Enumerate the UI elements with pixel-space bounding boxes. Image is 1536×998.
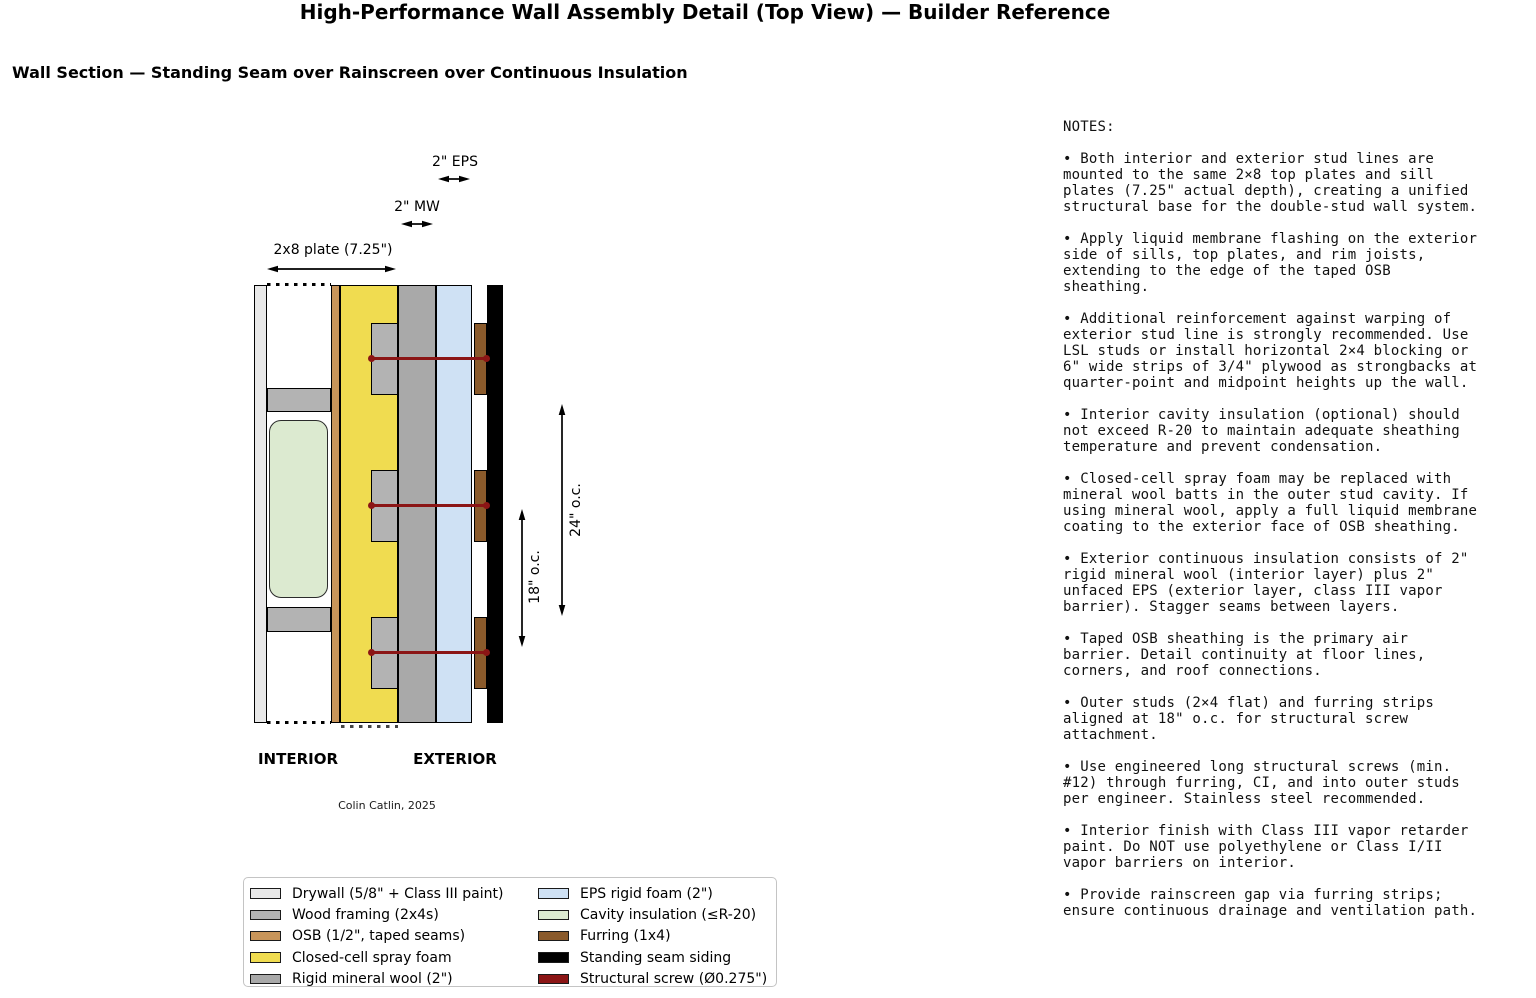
legend-swatch-mineral-wool	[250, 973, 281, 985]
legend-label: Drywall (5/8" + Class III paint)	[292, 885, 504, 902]
legend-label: Structural screw (Ø0.275")	[580, 970, 768, 987]
structural-screw	[372, 504, 487, 507]
note-item: • Interior finish with Class III vapor r…	[1063, 823, 1469, 871]
cavity-insulation-batt	[269, 420, 328, 598]
legend-item: Structural screw (Ø0.275")	[538, 968, 767, 989]
legend-swatch-eps	[538, 888, 569, 899]
legend-label: Cavity insulation (≤R-20)	[580, 906, 757, 923]
oc24-dimension-label: 24" o.c.	[568, 483, 584, 537]
plate-dimension-label: 2x8 plate (7.25")	[273, 242, 393, 258]
eps-dimension-label: 2" EPS	[432, 154, 478, 170]
legend: Drywall (5/8" + Class III paint) Wood fr…	[243, 877, 777, 987]
note-item: • Closed-cell spray foam may be replaced…	[1063, 471, 1478, 535]
structural-screw	[372, 651, 487, 654]
legend-swatch-furring	[538, 930, 569, 942]
legend-swatch-screw	[538, 973, 569, 985]
interior-stud	[267, 388, 331, 412]
legend-item: OSB (1/2", taped seams)	[250, 926, 503, 947]
legend-label: Closed-cell spray foam	[292, 949, 452, 966]
notes-panel: NOTES: • Both interior and exterior stud…	[1063, 119, 1536, 935]
cavity-bottom-dotted-line	[267, 721, 331, 724]
legend-item: Rigid mineral wool (2")	[250, 968, 503, 989]
note-item: • Exterior continuous insulation consist…	[1063, 551, 1469, 615]
note-item: • Apply liquid membrane flashing on the …	[1063, 231, 1478, 295]
note-item: • Provide rainscreen gap via furring str…	[1063, 887, 1478, 919]
legend-swatch-osb	[250, 930, 281, 942]
osb-layer	[331, 285, 340, 723]
legend-swatch-cavity-insulation	[538, 909, 569, 921]
exterior-label: EXTERIOR	[413, 750, 497, 768]
note-item: • Interior cavity insulation (optional) …	[1063, 407, 1460, 455]
legend-item: Furring (1x4)	[538, 926, 767, 947]
note-item: • Outer studs (2×4 flat) and furring str…	[1063, 695, 1435, 743]
section-title: Wall Section — Standing Seam over Rainsc…	[12, 63, 688, 82]
legend-column-left: Drywall (5/8" + Class III paint) Wood fr…	[250, 883, 503, 989]
page-title: High-Performance Wall Assembly Detail (T…	[299, 0, 1111, 24]
note-item: • Use engineered long structural screws …	[1063, 759, 1460, 807]
legend-label: EPS rigid foam (2")	[580, 885, 713, 902]
legend-item: Wood framing (2x4s)	[250, 904, 503, 925]
legend-label: Rigid mineral wool (2")	[292, 970, 453, 987]
foam-bottom-dotted-line	[341, 725, 398, 728]
screw-tip-dot	[483, 355, 490, 362]
siding-layer	[487, 285, 503, 723]
interior-stud	[267, 607, 331, 632]
legend-label: OSB (1/2", taped seams)	[292, 928, 466, 945]
drywall-layer	[254, 285, 267, 723]
interior-label: INTERIOR	[257, 750, 339, 768]
screw-head-dot	[368, 502, 375, 509]
note-item: • Both interior and exterior stud lines …	[1063, 151, 1478, 215]
legend-swatch-drywall	[250, 888, 281, 899]
oc18-dimension-label: 18" o.c.	[527, 550, 543, 604]
legend-item: EPS rigid foam (2")	[538, 883, 767, 904]
note-item: • Additional reinforcement against warpi…	[1063, 311, 1478, 391]
legend-column-right: EPS rigid foam (2") Cavity insulation (≤…	[538, 883, 767, 989]
legend-swatch-siding	[538, 952, 569, 963]
legend-item: Cavity insulation (≤R-20)	[538, 904, 767, 925]
legend-item: Standing seam siding	[538, 947, 767, 968]
legend-item: Closed-cell spray foam	[250, 947, 503, 968]
legend-label: Furring (1x4)	[580, 928, 671, 945]
legend-item: Drywall (5/8" + Class III paint)	[250, 883, 503, 904]
screw-head-dot	[368, 355, 375, 362]
legend-label: Wood framing (2x4s)	[292, 906, 439, 923]
structural-screw	[372, 357, 487, 360]
cavity-top-dotted-line	[267, 283, 331, 286]
legend-swatch-wood-framing	[250, 909, 281, 921]
note-item: • Taped OSB sheathing is the primary air…	[1063, 631, 1426, 679]
mw-dimension-label: 2" MW	[394, 199, 440, 215]
attribution: Colin Catlin, 2025	[338, 799, 436, 812]
screw-tip-dot	[483, 649, 490, 656]
legend-swatch-spray-foam	[250, 952, 281, 963]
screw-tip-dot	[483, 502, 490, 509]
screw-head-dot	[368, 649, 375, 656]
legend-label: Standing seam siding	[580, 949, 732, 966]
notes-title: NOTES:	[1063, 119, 1115, 135]
